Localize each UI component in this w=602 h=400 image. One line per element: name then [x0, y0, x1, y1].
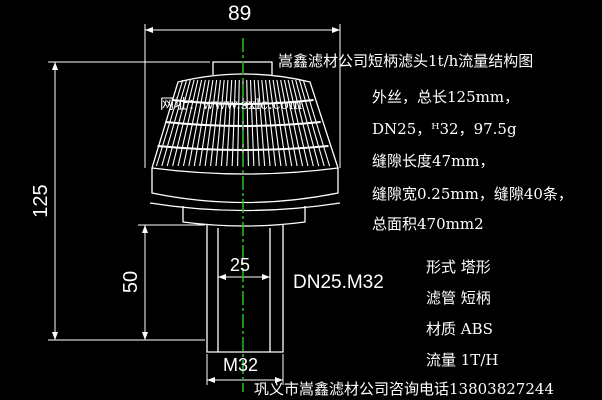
property-line: 形式 塔形 [426, 258, 491, 276]
filter-head-outline [149, 61, 341, 353]
property-line: 材质 ABS [426, 320, 493, 338]
slot-line [220, 79, 229, 167]
slot-line [283, 79, 304, 167]
slot-line [226, 79, 233, 167]
slot-line [199, 79, 214, 167]
slot-line [257, 79, 266, 167]
spec-line: DN25，ᵸ32，97.5g [372, 120, 517, 138]
slot-line [188, 79, 206, 167]
top-width-label: 89 [228, 2, 252, 25]
slot-line [204, 79, 218, 167]
total-height-label: 125 [30, 184, 52, 217]
slot-line [193, 79, 210, 167]
slot-line [237, 79, 240, 167]
slot-line [215, 79, 225, 167]
spec-line: 缝隙长度47mm， [372, 152, 495, 170]
spec-line: 缝隙宽0.25mm，缝隙40条， [372, 185, 573, 203]
slot-line [272, 79, 287, 167]
slot-line [276, 79, 293, 167]
bottom-thread-label: M32 [223, 355, 259, 375]
slot-line [182, 79, 203, 167]
stem-inner-label: 25 [230, 255, 251, 275]
slot-line [209, 79, 221, 167]
property-line: 流量 1T/H [426, 351, 499, 369]
dimension-lines [48, 24, 341, 385]
stem-height-label: 50 [120, 271, 142, 293]
slot-line [231, 79, 237, 167]
slot-line [280, 79, 298, 167]
slot-line [268, 79, 282, 167]
contact-line: 巩义市嵩鑫滤材公司咨询电话13803827244 [254, 380, 554, 398]
diagram-title: 嵩鑫滤材公司短柄滤头1t/h流量结构图 [278, 52, 534, 70]
property-line: 滤管 短柄 [426, 289, 491, 307]
slot-line [249, 79, 255, 167]
slot-line [246, 79, 249, 167]
slot-line [265, 79, 277, 167]
spec-line: 总面积470mm2 [372, 215, 484, 233]
slot-line [253, 79, 260, 167]
thread-size-label: DN25.M32 [293, 272, 384, 293]
spec-line: 外丝，总长125mm， [372, 88, 520, 106]
filter-slots [155, 79, 331, 167]
website-label: 网址：www.sxlc.com [160, 97, 303, 113]
arrowheads [52, 27, 340, 383]
slot-line [261, 79, 271, 167]
